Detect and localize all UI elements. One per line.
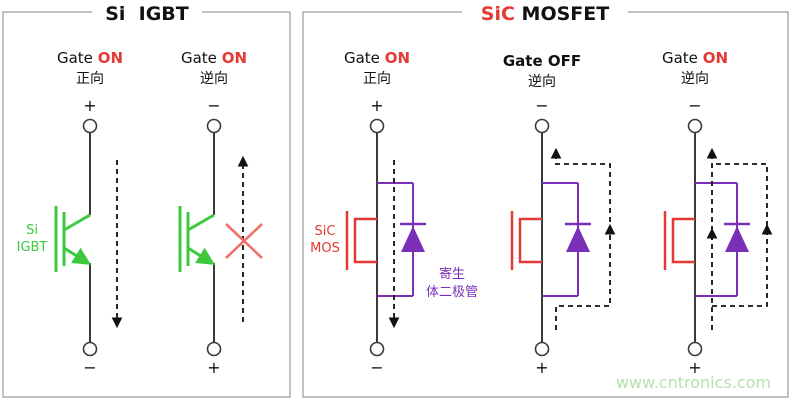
terminal-4-top <box>534 118 550 134</box>
sic-title-black: MOSFET <box>515 3 609 25</box>
svg-text:Gate OFF: Gate OFF <box>503 52 581 70</box>
mosfet-symbol-3 <box>345 133 426 342</box>
terminal-4-bottom <box>534 341 550 357</box>
mosfet-symbol-4 <box>510 133 591 342</box>
top-sign-1: + <box>83 96 96 115</box>
sic-mosfet-title: SiC MOSFET <box>481 3 609 25</box>
bottom-sign-1: − <box>83 358 96 377</box>
top-sign-3: + <box>370 96 383 115</box>
gate-state-5: ON <box>703 49 728 67</box>
svg-text:Gate ON: Gate ON <box>662 49 728 67</box>
terminal-5-top <box>687 118 703 134</box>
igbt-symbol-2 <box>178 133 216 342</box>
svg-text:逆向: 逆向 <box>528 74 556 90</box>
gate-state-4: OFF <box>548 52 581 70</box>
svg-text:正向: 正向 <box>363 71 391 87</box>
svg-text:Gate ON: Gate ON <box>57 49 123 67</box>
bottom-sign-3: − <box>370 358 383 377</box>
sic-title-red: SiC <box>481 3 515 25</box>
terminal-3-top <box>369 118 385 134</box>
mos-label-line1: SiC <box>315 224 336 239</box>
current-path-5b <box>712 163 768 307</box>
column-5-header: Gate ON 逆向 − + <box>662 49 728 377</box>
top-sign-2: − <box>207 96 220 115</box>
terminal-1-top <box>82 118 98 134</box>
column-1-header: Gate ON 正向 + − <box>57 49 123 377</box>
terminal-1-bottom <box>82 341 98 357</box>
top-sign-5: − <box>688 96 701 115</box>
svg-text:Gate ON: Gate ON <box>344 49 410 67</box>
terminal-2-bottom <box>206 341 222 357</box>
igbt-label-line2: IGBT <box>17 240 48 255</box>
terminal-3-bottom <box>369 341 385 357</box>
watermark: www.cntronics.com <box>616 373 771 392</box>
svg-text:正向: 正向 <box>76 71 104 87</box>
terminal-circles <box>82 118 703 357</box>
igbt-label-line1: Si <box>26 223 38 238</box>
svg-text:逆向: 逆向 <box>200 71 228 87</box>
svg-text:逆向: 逆向 <box>681 71 709 87</box>
si-igbt-panel <box>2 11 291 398</box>
mosfet-symbol-5 <box>663 133 750 342</box>
igbt-symbol-1 <box>54 133 92 342</box>
column-3-header: Gate ON 正向 + − <box>344 49 410 377</box>
si-igbt-title: Si IGBT <box>105 3 189 25</box>
gate-state-2: ON <box>222 49 247 67</box>
terminal-5-bottom <box>687 341 703 357</box>
gate-state-3: ON <box>385 49 410 67</box>
column-4-header: Gate OFF 逆向 − + <box>503 52 581 377</box>
blocked-cross-icon <box>225 223 263 259</box>
terminal-2-top <box>206 118 222 134</box>
bottom-sign-4: + <box>535 358 548 377</box>
bottom-sign-5: + <box>688 358 701 377</box>
column-2-header: Gate ON 逆向 − + <box>181 49 247 377</box>
top-sign-4: − <box>535 96 548 115</box>
diode-label-line1: 寄生 <box>439 266 465 282</box>
diode-label-line2: 体二极管 <box>426 285 478 300</box>
mos-label-line2: MOS <box>310 241 340 256</box>
gate-state-1: ON <box>98 49 123 67</box>
current-path-4 <box>550 147 611 330</box>
svg-text:Gate ON: Gate ON <box>181 49 247 67</box>
bottom-sign-2: + <box>207 358 220 377</box>
